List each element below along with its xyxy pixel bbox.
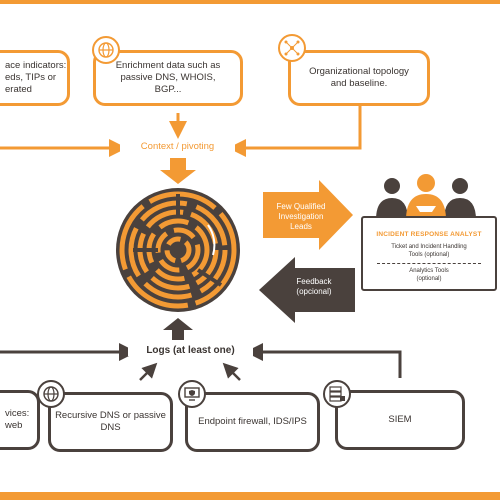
analyst-people-icon <box>376 174 476 220</box>
monitor-shield-icon-wrap <box>178 380 206 408</box>
monitor-shield-icon <box>184 387 200 401</box>
logs-label: Logs (at least one) <box>128 345 253 356</box>
connector-siem <box>245 343 402 378</box>
network-icon <box>284 40 300 56</box>
arrow-logs-to-maze <box>163 318 193 340</box>
top-accent-stripe <box>0 0 500 4</box>
server-lock-icon-wrap <box>323 380 351 408</box>
feedback-arrow <box>259 257 355 323</box>
analyst-title: INCIDENT RESPONSE ANALYST <box>376 231 482 238</box>
siem-text: SIEM <box>388 414 412 425</box>
leads-arrow <box>263 180 353 250</box>
bottom-accent-stripe <box>0 492 500 500</box>
enrichment-box: Enrichment data such as passive DNS, WHO… <box>93 50 243 106</box>
analytics-tools-line2: (optional) <box>416 276 442 282</box>
globe-icon-top <box>92 36 120 64</box>
intelligence-source-box: ace indicators: eds, TIPs or erated <box>0 50 70 106</box>
siem-box: SIEM <box>335 390 465 450</box>
analytics-tools-line1: Analytics Tools <box>409 268 449 274</box>
dns-text: Recursive DNS or passive DNS <box>55 410 166 433</box>
network-icon-top <box>278 34 306 62</box>
context-pivoting-label: Context / pivoting <box>120 141 235 152</box>
services-box: vices: web <box>0 390 40 450</box>
incident-response-analyst-box: INCIDENT RESPONSE ANALYST Ticket and Inc… <box>361 216 497 291</box>
topology-box: Organizational topology and baseline. <box>288 50 430 106</box>
connector-dns <box>139 362 158 381</box>
feedback-label: Feedback (opcional) <box>296 277 332 296</box>
server-lock-icon <box>329 386 345 402</box>
ticket-tools-line1: Ticket and Incident Handling <box>391 244 467 250</box>
intelligence-source-text: ace indicators: eds, TIPs or erated <box>5 60 67 95</box>
analyst-divider <box>377 263 481 264</box>
maze-graphic <box>116 188 240 312</box>
globe-icon <box>43 386 59 402</box>
connector-topology <box>228 105 362 157</box>
few-leads-label: Few Qualified Investigation Leads <box>276 202 326 231</box>
topology-text: Organizational topology and baseline. <box>309 66 409 89</box>
ticket-tools-line2: Tools (optional) <box>408 252 450 258</box>
arrow-into-maze <box>160 158 196 184</box>
globe-icon-bottom <box>37 380 65 408</box>
enrichment-text: Enrichment data such as passive DNS, WHO… <box>115 60 221 95</box>
dns-box: Recursive DNS or passive DNS <box>48 392 173 452</box>
services-text: vices: web <box>5 408 30 431</box>
firewall-text: Endpoint firewall, IDS/IPS <box>198 416 307 427</box>
globe-icon <box>98 42 114 58</box>
firewall-box: Endpoint firewall, IDS/IPS <box>185 392 320 452</box>
connector-firewall <box>222 362 241 381</box>
